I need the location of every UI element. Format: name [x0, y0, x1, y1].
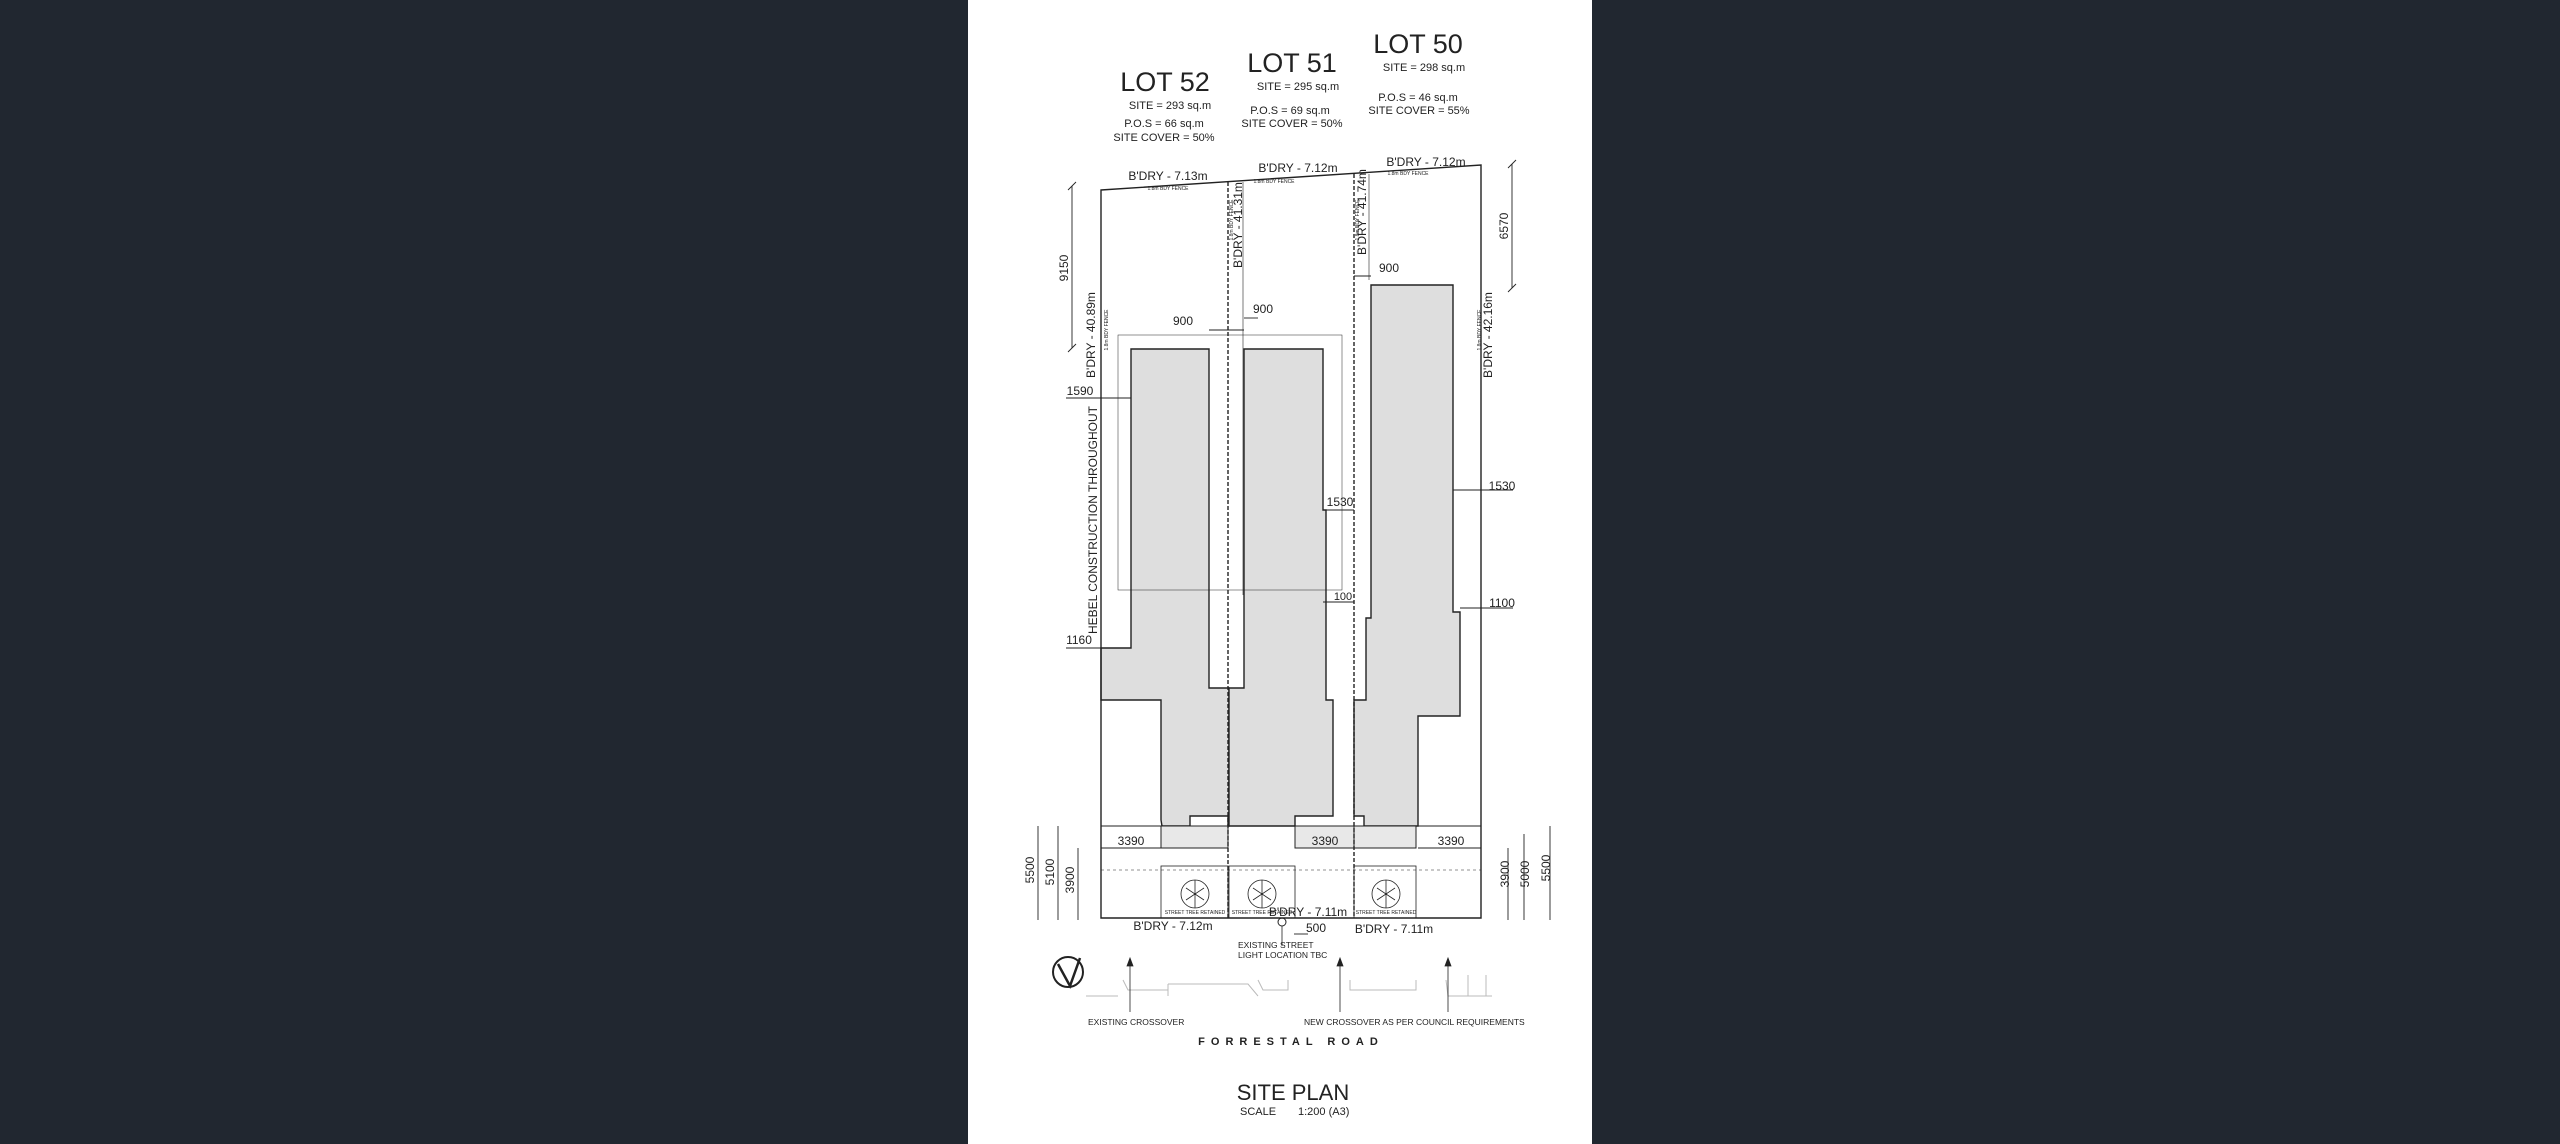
- tree-icon: [1371, 879, 1401, 909]
- plan-title: SITE PLAN: [1237, 1080, 1349, 1105]
- dim-3900-right: 3900: [1498, 860, 1512, 887]
- dim-9150: 9150: [1057, 254, 1071, 281]
- dim-1160: 1160: [1066, 633, 1092, 647]
- dim-6570: 6570: [1497, 212, 1511, 239]
- front-boundary-lot-52: B'DRY - 7.12m: [1133, 919, 1212, 933]
- lot-title: LOT 52: [1120, 67, 1210, 97]
- side-boundary-lot-52: B'DRY - 40.89m: [1084, 292, 1098, 378]
- dim-1100: 1100: [1489, 596, 1515, 610]
- buildings: [1100, 284, 1461, 827]
- building-lot-52: [1100, 348, 1230, 827]
- driveway-pads: [1160, 825, 1417, 849]
- lot-boundaries: [1100, 164, 1482, 919]
- tree-icon: [1180, 879, 1210, 909]
- lot-site-area: SITE = 295 sq.m: [1257, 81, 1339, 93]
- front-boundary-lot-51: B'DRY - 7.11m: [1269, 905, 1347, 919]
- dim-5500-left: 5500: [1023, 856, 1037, 883]
- lot-site-area: SITE = 298 sq.m: [1383, 62, 1465, 74]
- side-boundary-lot-50-left: B'DRY - 41.74m: [1355, 169, 1369, 255]
- rear-boundary-lot-52: B'DRY - 7.13m: [1128, 169, 1207, 183]
- street-light: EXISTING STREET LIGHT LOCATION TBC: [1238, 917, 1327, 960]
- dim-900-c: 900: [1379, 261, 1399, 275]
- site-plan-drawing: LOT 52 SITE = 293 sq.m P.O.S = 66 sq.m S…: [1023, 29, 1553, 1118]
- svg-text:STREET TREE RETAINED: STREET TREE RETAINED: [1165, 910, 1226, 916]
- dim-1530-b: 1530: [1489, 479, 1516, 493]
- building-lot-51: [1228, 348, 1334, 827]
- boundary-labels: B'DRY - 7.13m B'DRY - 7.12m B'DRY - 7.12…: [1084, 155, 1495, 936]
- lot-site-cover: SITE COVER = 50%: [1113, 132, 1214, 144]
- dim-1590: 1590: [1067, 384, 1094, 398]
- svg-text:1.8m BDY FENCE: 1.8m BDY FENCE: [1355, 199, 1361, 241]
- street-trees: [1160, 865, 1417, 919]
- building-lot-50: [1353, 284, 1461, 827]
- svg-text:1.8m BDY FENCE: 1.8m BDY FENCE: [1229, 199, 1235, 241]
- north-arrow-icon: [1052, 956, 1084, 990]
- lot-site-cover: SITE COVER = 50%: [1241, 118, 1342, 130]
- lot-pos: P.O.S = 66 sq.m: [1124, 118, 1204, 130]
- svg-text:1.8m BDY FENCE: 1.8m BDY FENCE: [1253, 179, 1295, 185]
- scale-label: SCALE: [1240, 1106, 1276, 1118]
- lot-pos: P.O.S = 46 sq.m: [1378, 92, 1458, 104]
- dim-3390-b: 3390: [1312, 834, 1339, 848]
- tree-icon: [1247, 879, 1277, 909]
- lot-title: LOT 50: [1373, 29, 1463, 59]
- crossovers: [1086, 975, 1492, 997]
- lot-pos: P.O.S = 69 sq.m: [1250, 105, 1330, 117]
- svg-text:1.8m BDY FENCE: 1.8m BDY FENCE: [1104, 309, 1110, 351]
- road-name: FORRESTAL ROAD: [1198, 1036, 1384, 1048]
- leader-arrows: [1126, 956, 1452, 1012]
- existing-crossover-note: EXISTING CROSSOVER: [1088, 1017, 1184, 1027]
- hebel-note: HEBEL CONSTRUCTION THROUGHOUT: [1086, 405, 1100, 634]
- svg-text:STREET TREE RETAINED: STREET TREE RETAINED: [1356, 910, 1417, 916]
- svg-text:STREET TREE RETAINED: STREET TREE RETAINED: [1232, 910, 1293, 916]
- lot-50-header: LOT 50 SITE = 298 sq.m P.O.S = 46 sq.m S…: [1368, 29, 1469, 117]
- drawing-sheet: LOT 52 SITE = 293 sq.m P.O.S = 66 sq.m S…: [968, 0, 1592, 1144]
- scale-value: 1:200 (A3): [1298, 1106, 1349, 1118]
- dim-500: 500: [1306, 921, 1326, 935]
- rear-boundary-lot-51: B'DRY - 7.12m: [1258, 161, 1337, 175]
- lot-title: LOT 51: [1247, 48, 1337, 78]
- svg-text:1.8m BDY FENCE: 1.8m BDY FENCE: [1147, 186, 1189, 192]
- lot-site-cover: SITE COVER = 55%: [1368, 105, 1469, 117]
- street-light-note-1: EXISTING STREET: [1238, 940, 1314, 950]
- dim-3900-left: 3900: [1063, 866, 1077, 893]
- dim-3390-c: 3390: [1438, 834, 1465, 848]
- dim-1530-a: 1530: [1327, 495, 1354, 509]
- dim-3390-a: 3390: [1118, 834, 1145, 848]
- side-boundary-lot-51: B'DRY - 41.31m: [1231, 182, 1245, 268]
- front-boundary-lot-50: B'DRY - 7.11m: [1355, 922, 1433, 936]
- dim-900-a: 900: [1173, 314, 1193, 328]
- dim-5000-right: 5000: [1518, 860, 1532, 887]
- dim-100: 100: [1334, 591, 1352, 603]
- rear-boundary-lot-50: B'DRY - 7.12m: [1386, 155, 1465, 169]
- new-crossover-note: NEW CROSSOVER AS PER COUNCIL REQUIREMENT…: [1304, 1017, 1525, 1027]
- dim-900-b: 900: [1253, 302, 1273, 316]
- lot-52-header: LOT 52 SITE = 293 sq.m P.O.S = 66 sq.m S…: [1113, 67, 1214, 144]
- side-boundary-lot-50-right: B'DRY - 42.16m: [1481, 292, 1495, 378]
- lot-51-header: LOT 51 SITE = 295 sq.m P.O.S = 69 sq.m S…: [1241, 48, 1342, 130]
- street-light-note-2: LIGHT LOCATION TBC: [1238, 950, 1327, 960]
- dimension-labels: 9150 6570 900 900 900 1590 1530 1530 100…: [1023, 212, 1553, 935]
- tree-labels: STREET TREE RETAINED STREET TREE RETAINE…: [1165, 910, 1417, 916]
- svg-text:1.8m BDY FENCE: 1.8m BDY FENCE: [1477, 309, 1483, 351]
- dimension-lines: [1037, 159, 1551, 935]
- dim-5500-right: 5500: [1539, 854, 1553, 881]
- svg-text:1.8m BDY FENCE: 1.8m BDY FENCE: [1387, 171, 1429, 177]
- dim-5100-left: 5100: [1043, 858, 1057, 885]
- lot-site-area: SITE = 293 sq.m: [1129, 100, 1211, 112]
- boundary-outline: [1100, 164, 1482, 919]
